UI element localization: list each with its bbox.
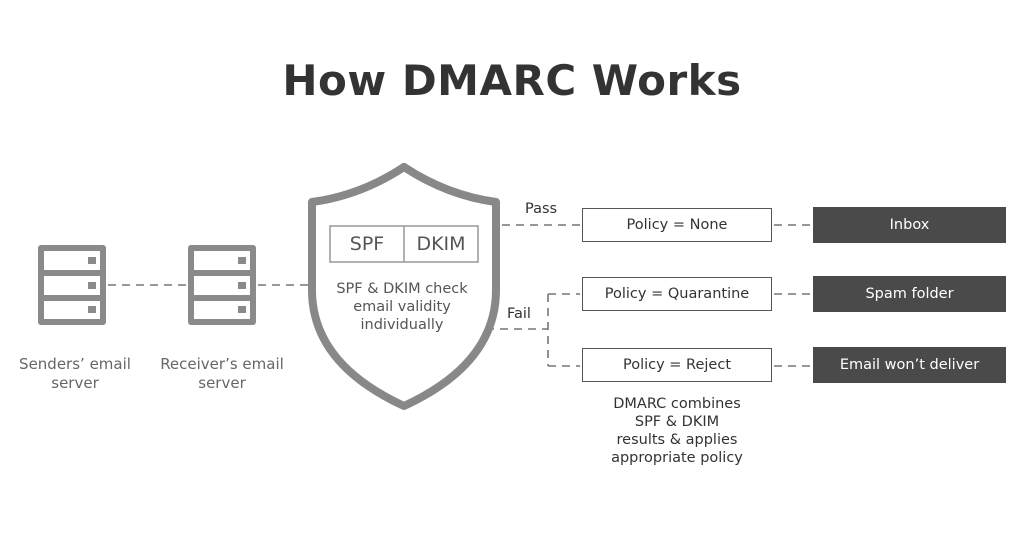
sender-server-label: Senders’ email server [0,355,150,393]
sender-server-icon [38,245,106,325]
receiver-label-line: Receiver’s email [160,355,284,373]
shield-text-line: SPF & DKIM check [336,281,468,297]
receiver-server-label: Receiver’s email server [147,355,297,393]
pass-label: Pass [525,201,558,217]
policy-reject-box: Policy = Reject [582,348,772,382]
shield-text-line: individually [360,317,444,333]
note-line: SPF & DKIM [634,414,720,430]
fail-label: Fail [507,306,531,322]
outcome-inbox: Inbox [813,207,1006,243]
dmarc-note: DMARC combines SPF & DKIM results & appl… [582,395,772,467]
dkim-label: DKIM [416,233,466,255]
note-line: appropriate policy [611,450,743,466]
note-line: DMARC combines [613,396,741,412]
shield-description: SPF & DKIM check email validity individu… [322,280,482,334]
outcome-no-delivery: Email won’t deliver [813,347,1006,383]
spf-label: SPF [349,233,385,255]
receiver-server-icon [188,245,256,325]
dashed-connectors [108,224,811,367]
policy-quarantine-box: Policy = Quarantine [582,277,772,311]
sender-label-line: Senders’ email [19,355,131,373]
shield-text-line: email validity [353,299,451,315]
page-title: How DMARC Works [282,56,742,105]
outcome-spam-folder: Spam folder [813,276,1006,312]
sender-label-line: server [51,374,99,392]
note-line: results & applies [616,432,738,448]
receiver-label-line: server [198,374,246,392]
policy-none-box: Policy = None [582,208,772,242]
